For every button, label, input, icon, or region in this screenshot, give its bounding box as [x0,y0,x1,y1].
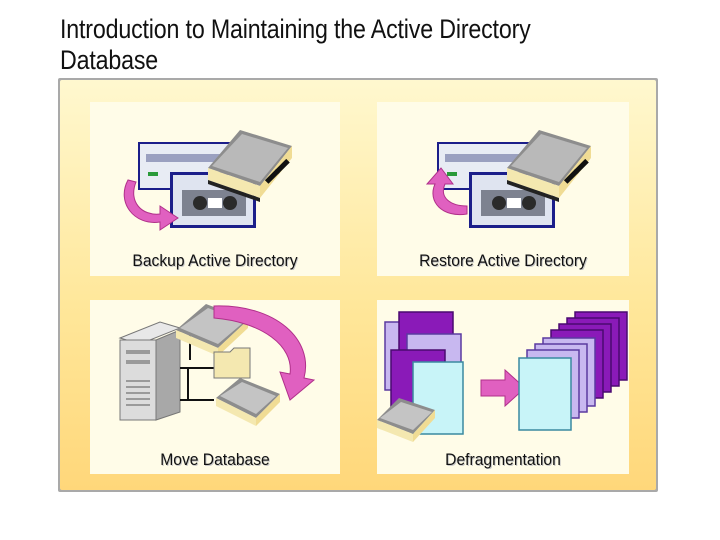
slide-title: Introduction to Maintaining the Active D… [60,14,576,76]
card-label-restore: Restore Active Directory [419,251,587,270]
card-defragmentation: Defragmentation [377,300,629,474]
card-move-database: Move Database [90,300,340,474]
card-label-defragmentation: Defragmentation [445,450,561,469]
restore-icon [425,130,591,228]
defragmentation-icon [377,311,628,442]
card-restore: Restore Active Directory [377,102,629,276]
card-label-move-database: Move Database [160,450,270,469]
title-line-1: Introduction to Maintaining the Active D… [60,14,531,44]
title-line-2: Database [60,45,159,75]
move-database-icon [118,304,316,426]
card-label-backup: Backup Active Directory [132,251,298,270]
card-backup: Backup Active Directory [90,102,340,276]
backup-icon [123,130,292,231]
